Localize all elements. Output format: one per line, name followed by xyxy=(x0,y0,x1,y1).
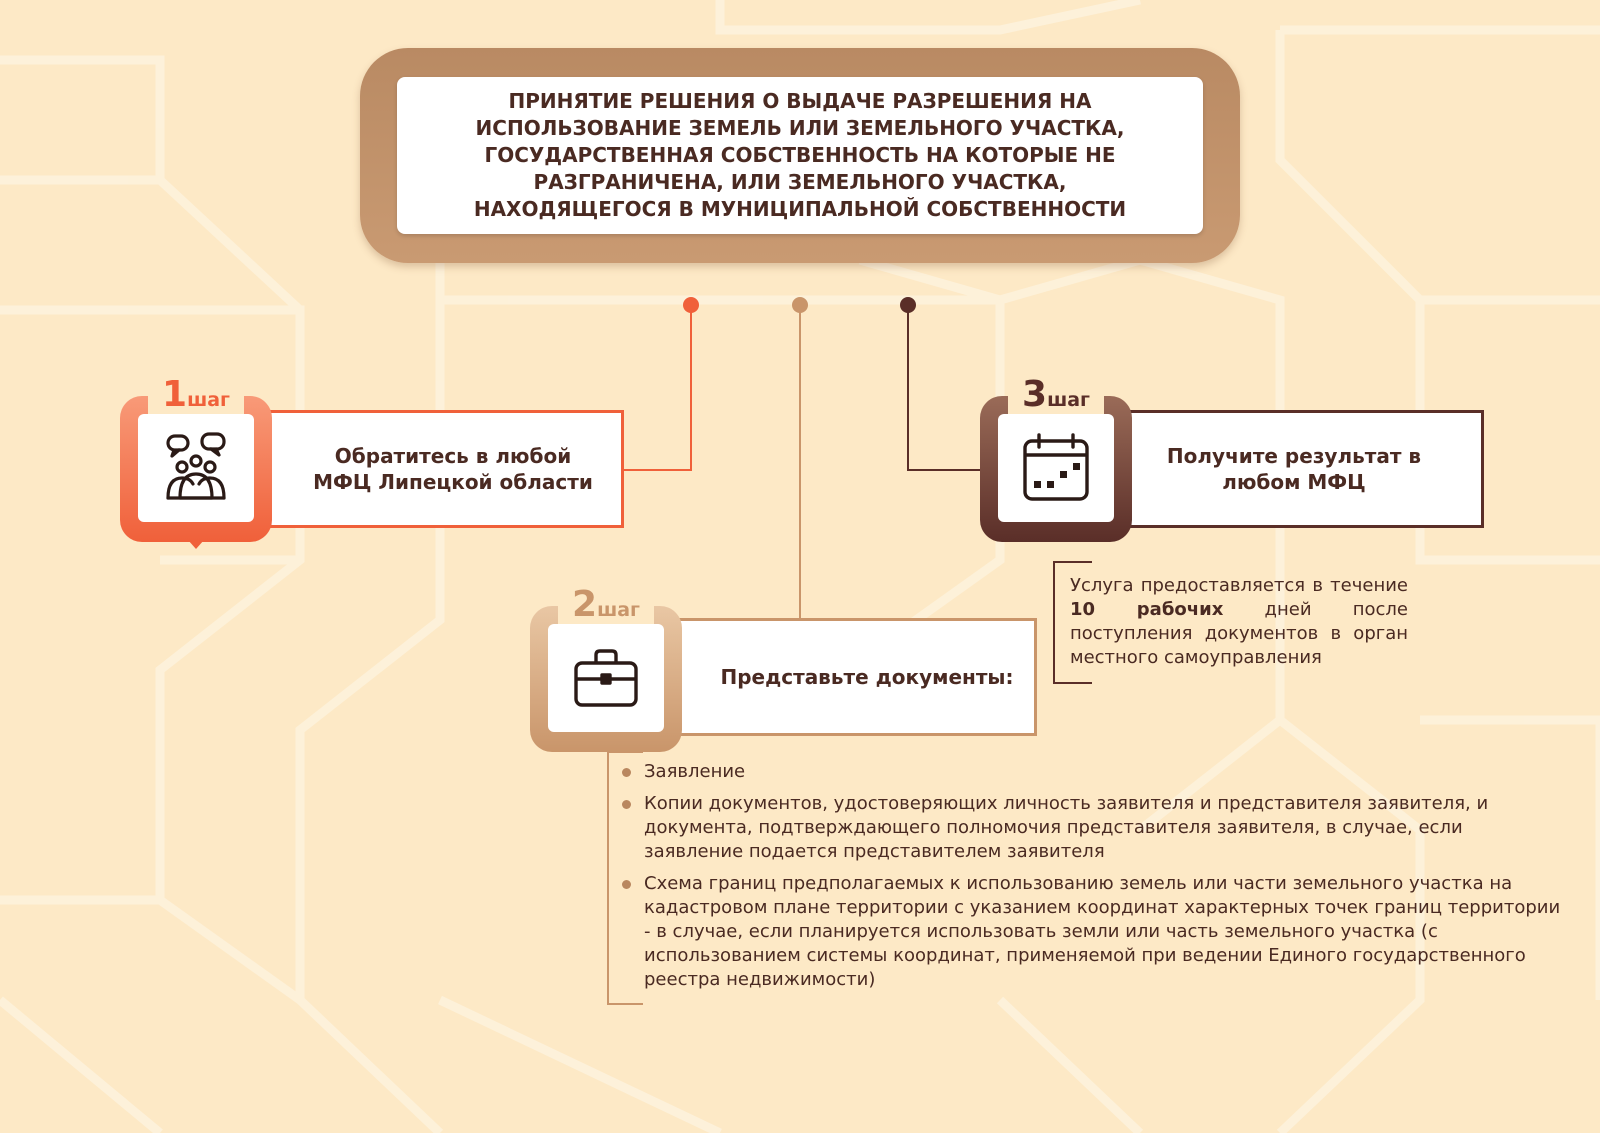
calendar-icon xyxy=(1023,433,1089,501)
list-item: Заявление xyxy=(622,760,1562,784)
step1-connector-dot xyxy=(683,297,699,313)
list-item: Схема границ предполагаемых к использова… xyxy=(622,872,1562,992)
step1-badge-pointer xyxy=(188,540,204,549)
briefcase-icon xyxy=(574,649,638,707)
step2-number: 2 xyxy=(572,584,598,625)
step2-box: Представьте документы: xyxy=(667,618,1037,736)
step1-text: Обратитесь в любой МФЦ Липецкой области xyxy=(313,444,593,494)
step2-label: 2шаг xyxy=(554,584,658,625)
step3-badge: 3шаг xyxy=(980,374,1132,542)
title-card: ПРИНЯТИЕ РЕШЕНИЯ О ВЫДАЧЕ РАЗРЕШЕНИЯ НА … xyxy=(397,77,1203,234)
step3-label: 3шаг xyxy=(1004,374,1108,415)
step3-text: Получите результат в любом МФЦ xyxy=(1166,444,1422,494)
step1-label: 1шаг xyxy=(144,374,248,415)
step3-word: шаг xyxy=(1047,389,1090,411)
step1-word: шаг xyxy=(187,389,230,411)
step1-box: Обратитесь в любой МФЦ Липецкой области xyxy=(262,410,624,528)
step2-word: шаг xyxy=(597,599,640,621)
step3-box: Получите результат в любом МФЦ xyxy=(1104,410,1484,528)
step3-duration-note: Услуга предоставляется в течение 10 рабо… xyxy=(1070,575,1408,668)
people-talking-icon xyxy=(166,432,226,500)
step2-text: Представьте документы: xyxy=(720,665,1014,689)
step2-connector-dot xyxy=(792,297,808,313)
working-days-count: 10 рабочих xyxy=(1070,599,1224,620)
step2-badge: 2шаг xyxy=(530,584,682,752)
documents-list: Заявление Копии документов, удостоверяющ… xyxy=(622,760,1562,1000)
step3-number: 3 xyxy=(1022,374,1048,415)
title-frame: ПРИНЯТИЕ РЕШЕНИЯ О ВЫДАЧЕ РАЗРЕШЕНИЯ НА … xyxy=(360,48,1240,263)
list-item: Копии документов, удостоверяющих личност… xyxy=(622,792,1562,864)
step1-badge: 1шаг xyxy=(120,374,272,549)
step1-number: 1 xyxy=(162,374,188,415)
page-title: ПРИНЯТИЕ РЕШЕНИЯ О ВЫДАЧЕ РАЗРЕШЕНИЯ НА … xyxy=(473,89,1127,221)
step3-connector-dot xyxy=(900,297,916,313)
